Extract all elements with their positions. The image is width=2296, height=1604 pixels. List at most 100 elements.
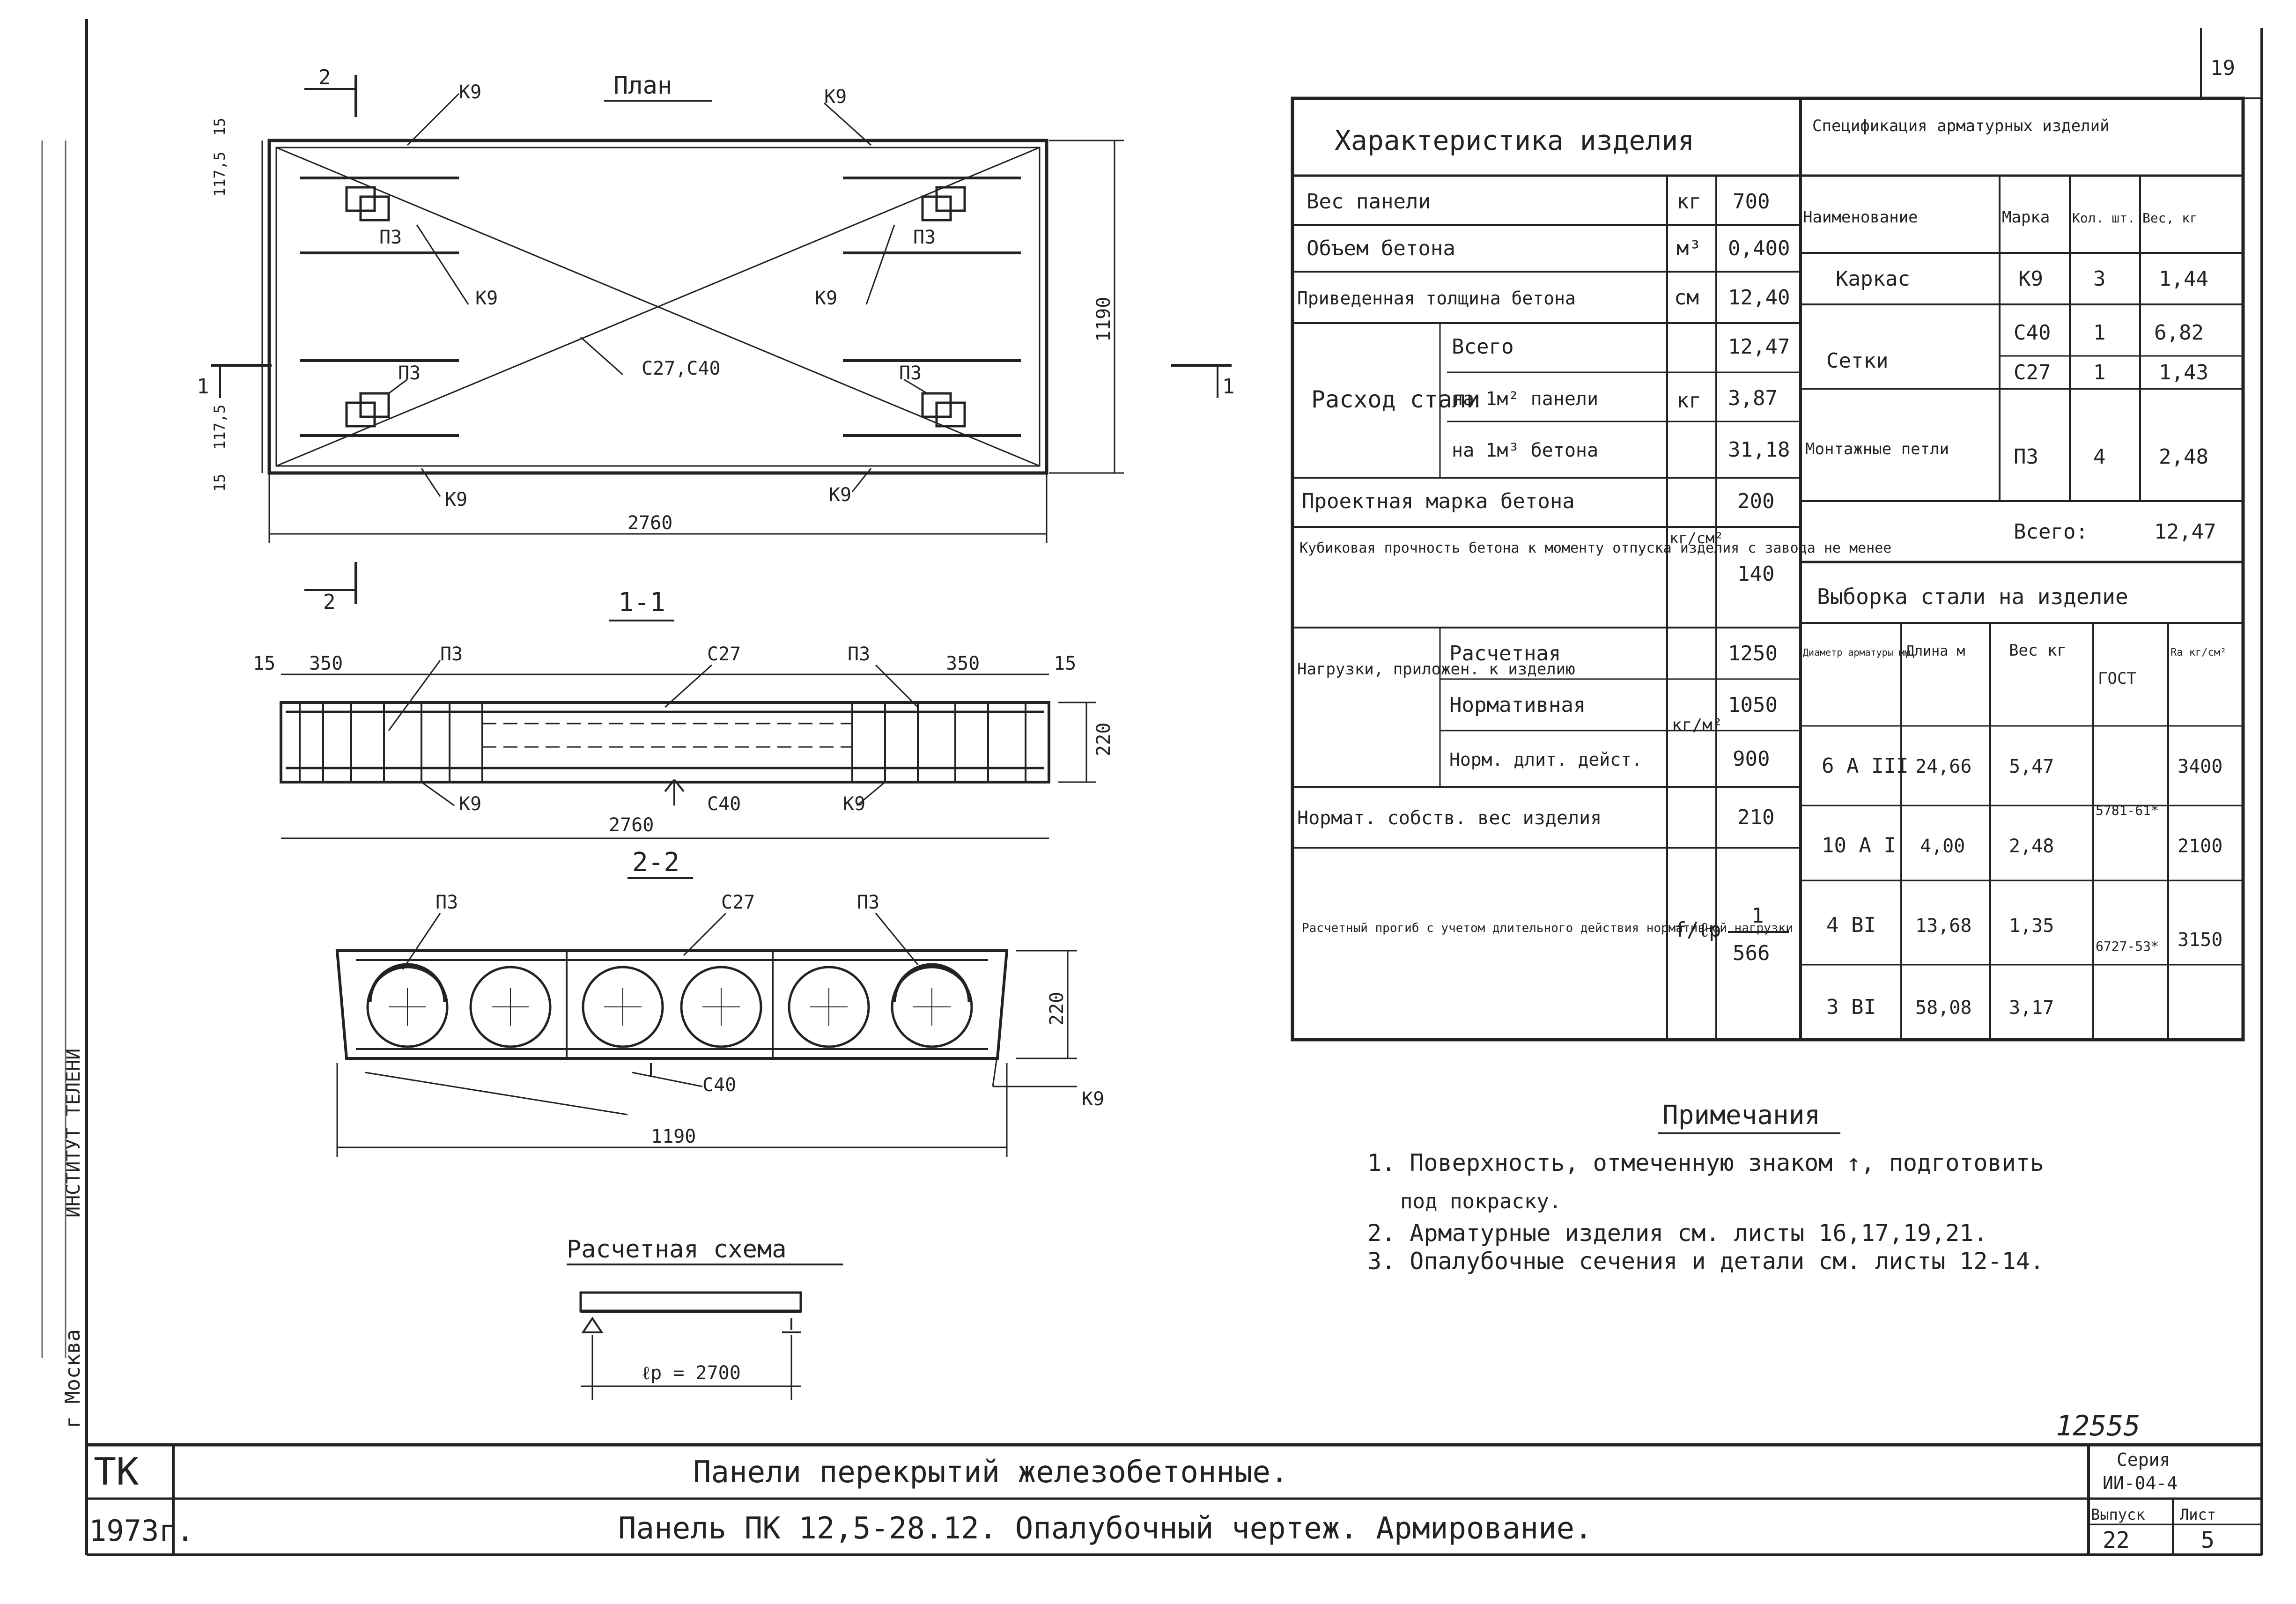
title-line2: Панель ПК 12,5-28.12. Опалубочный чертеж…	[618, 1511, 1593, 1546]
deflection-unit: f/ℓр	[1674, 918, 1721, 942]
section-2-2-label-p3: П3	[857, 892, 879, 913]
notes-title: Примечания	[1662, 1100, 1820, 1131]
section-2-2	[335, 877, 1077, 1157]
plan-label-k9: К9	[824, 86, 847, 108]
plan-label-p3: П3	[913, 227, 936, 248]
cube-strength-name: Кубиковая прочность бетона к моменту отп…	[1299, 540, 1891, 556]
title-line1: Панели перекрытий железобетонные.	[693, 1455, 1289, 1490]
specification-title: Спецификация арматурных изделий	[1812, 117, 2110, 135]
spec-row-weight: 1,44	[2159, 267, 2208, 291]
sample-row-w: 5,47	[2009, 756, 2054, 777]
plan-label-k9: К9	[829, 484, 851, 506]
plan-label-c27c40: С27,С40	[642, 358, 721, 379]
spec-row-name: Сетки	[1826, 349, 1888, 373]
series-label: Серия	[2117, 1449, 2170, 1470]
section-2-2-label-c40: С40	[702, 1074, 736, 1096]
deflection-value-num: 1	[1751, 904, 1764, 928]
plan-section-mark-1: 1	[1222, 375, 1235, 399]
plan-section-mark-2: 2	[323, 590, 336, 614]
spec-row-weight: 1,43	[2159, 361, 2208, 384]
sheet-label: Лист	[2180, 1506, 2216, 1523]
sample-row-d: 3 ВI	[1826, 995, 1876, 1019]
section-1-1-dim-15: 15	[253, 653, 275, 674]
sample-row-len: 13,68	[1915, 915, 1971, 937]
section-1-1-label-p3: П3	[848, 643, 870, 665]
section-1-1-dim-350: 350	[309, 653, 343, 674]
plan-label-k9: К9	[459, 81, 481, 103]
plan-label-k9: К9	[475, 288, 498, 309]
section-1-1-label-c40: С40	[707, 793, 741, 815]
sample-header: Вес кг	[2009, 641, 2067, 660]
cube-strength-value: 140	[1737, 562, 1774, 586]
plan-view: План	[211, 72, 1232, 604]
plan-dim-length: 2760	[628, 512, 672, 534]
steel-item-value: 12,47	[1728, 335, 1790, 359]
sample-header: ГОСТ	[2098, 669, 2136, 688]
plan-dim-15: 15	[211, 118, 229, 136]
section-2-2-dim-width: 1190	[651, 1126, 696, 1147]
load-item-name: Норм. длит. дейст.	[1449, 749, 1642, 770]
inv-number: 12555	[2056, 1410, 2141, 1442]
steel-item-value: 3,87	[1728, 386, 1778, 410]
sample-row-len: 24,66	[1915, 756, 1971, 777]
spec-total-value: 12,47	[2154, 520, 2216, 544]
char-row-value: 0,400	[1728, 237, 1790, 260]
notes: Примечания 1. Поверхность, отмеченную зн…	[1367, 1100, 2044, 1275]
section-2-2-label-k9: К9	[1082, 1088, 1104, 1110]
sample-row-len: 58,08	[1915, 997, 1971, 1019]
sample-row-d: 4 ВI	[1826, 913, 1876, 937]
deflection-value-den: 566	[1733, 941, 1770, 965]
spec-row-qty: 1	[2093, 321, 2106, 345]
steel-sample-title: Выборка стали на изделие	[1817, 584, 2128, 609]
loads-unit: кг/м²	[1672, 716, 1722, 735]
sample-header: Диаметр арматуры мм	[1803, 647, 1910, 658]
spec-header: Кол. шт.	[2072, 210, 2135, 226]
section-2-2-labels: 2-2 П3 С27 П3 220 С40 К9 1190	[436, 847, 1104, 1147]
load-item-value: 1050	[1728, 693, 1778, 717]
margin-moskva: г Москва	[61, 1329, 85, 1428]
section-1-1-dim-height: 220	[1093, 723, 1115, 756]
spec-row-weight: 6,82	[2154, 321, 2204, 345]
section-2-2-title: 2-2	[632, 847, 679, 878]
spec-row-mark: С27	[2014, 361, 2051, 384]
note-item: 2. Арматурные изделия см. листы 16,17,19…	[1367, 1220, 1988, 1247]
sample-row-w: 1,35	[2009, 915, 2054, 937]
plan-dim-1175: 117,5	[211, 405, 229, 450]
title-block-text: ТК 1973г. Панели перекрытий железобетонн…	[89, 56, 2235, 1553]
char-row-name: Объем бетона	[1307, 237, 1455, 260]
section-1-1-title: 1-1	[618, 587, 665, 618]
char-row-unit: кг	[1676, 190, 1701, 214]
sample-row-r: 2100	[2178, 835, 2222, 857]
deflection-name: Расчетный прогиб с учетом длительного де…	[1302, 921, 1793, 935]
characteristics-table: Характеристика изделия Вес панели кг 700…	[1297, 125, 1891, 965]
section-1-1	[280, 620, 1096, 839]
plan-section-mark-1: 1	[197, 375, 209, 399]
spec-header: Наименование	[1803, 208, 1918, 227]
plan-dim-width: 1190	[1093, 297, 1115, 342]
char-row-name: Вес панели	[1307, 190, 1431, 214]
page-corner: 19	[2210, 56, 2235, 80]
sample-row-r: 3150	[2178, 929, 2222, 951]
design-scheme-span: ℓр = 2700	[642, 1362, 741, 1384]
plan-dim-1175: 117,5	[211, 152, 229, 197]
issue-label: Выпуск	[2091, 1506, 2145, 1523]
sample-row-w: 2,48	[2009, 835, 2054, 857]
specification-table: Спецификация арматурных изделий Наименов…	[1803, 117, 2216, 544]
tables-grid	[1291, 96, 2245, 1042]
spec-row-name: Каркас	[1836, 267, 1910, 291]
section-2-2-dim-height: 220	[1046, 992, 1068, 1026]
char-row-unit: м³	[1676, 237, 1701, 260]
section-1-1-label-k9: К9	[843, 793, 865, 815]
spec-row-weight: 2,48	[2159, 445, 2208, 469]
steel-item-name: на 1м³ бетона	[1452, 440, 1598, 461]
note-item: под покраску.	[1400, 1190, 1561, 1213]
strength-unit: кг/см²	[1669, 529, 1724, 547]
series-value: ИИ-04-4	[2103, 1473, 2178, 1493]
section-2-2-label-p3: П3	[436, 892, 458, 913]
spec-row-qty: 1	[2093, 361, 2106, 384]
plan-outline	[267, 139, 1048, 475]
note-item: 3. Опалубочные сечения и детали см. лист…	[1367, 1248, 2044, 1275]
section-1-1-label-k9: К9	[459, 793, 481, 815]
section-1-1-dim-350: 350	[946, 653, 980, 674]
sample-row-w: 3,17	[2009, 997, 2054, 1019]
